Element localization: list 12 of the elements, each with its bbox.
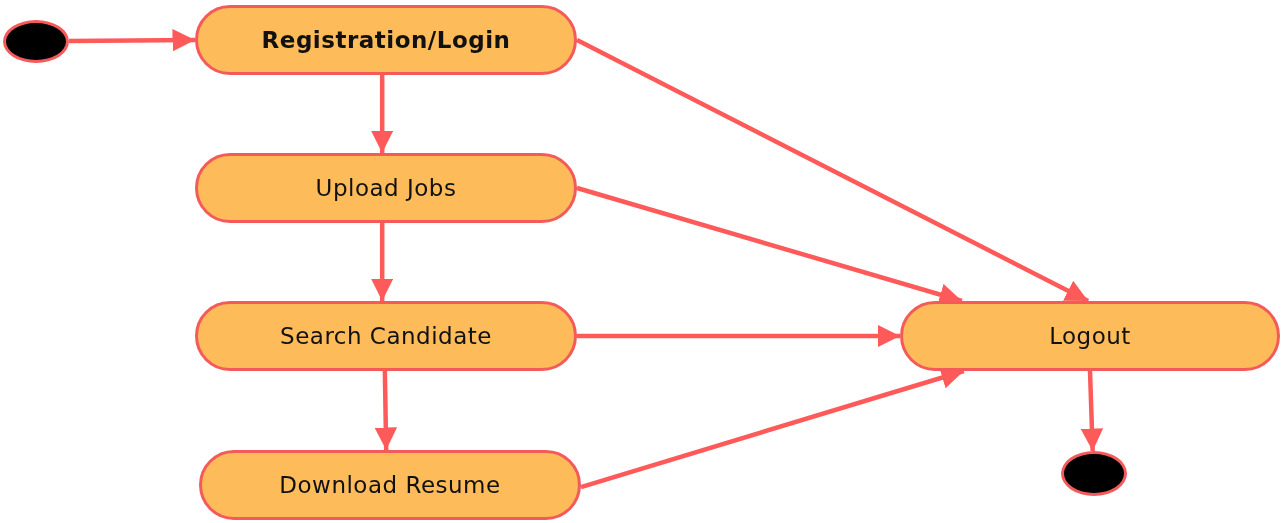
activity-label: Upload Jobs — [315, 175, 457, 201]
activity-label: Registration/Login — [261, 27, 511, 53]
arrow — [1080, 370, 1104, 452]
arrow — [69, 28, 195, 52]
arrow — [577, 324, 900, 348]
arrow — [370, 75, 394, 153]
arrow — [575, 38, 1090, 303]
arrow — [374, 370, 398, 451]
arrow — [370, 223, 394, 301]
activity-label: Logout — [1049, 323, 1131, 349]
activity-label: Download Resume — [279, 472, 501, 498]
activity-label: Search Candidate — [280, 323, 492, 349]
